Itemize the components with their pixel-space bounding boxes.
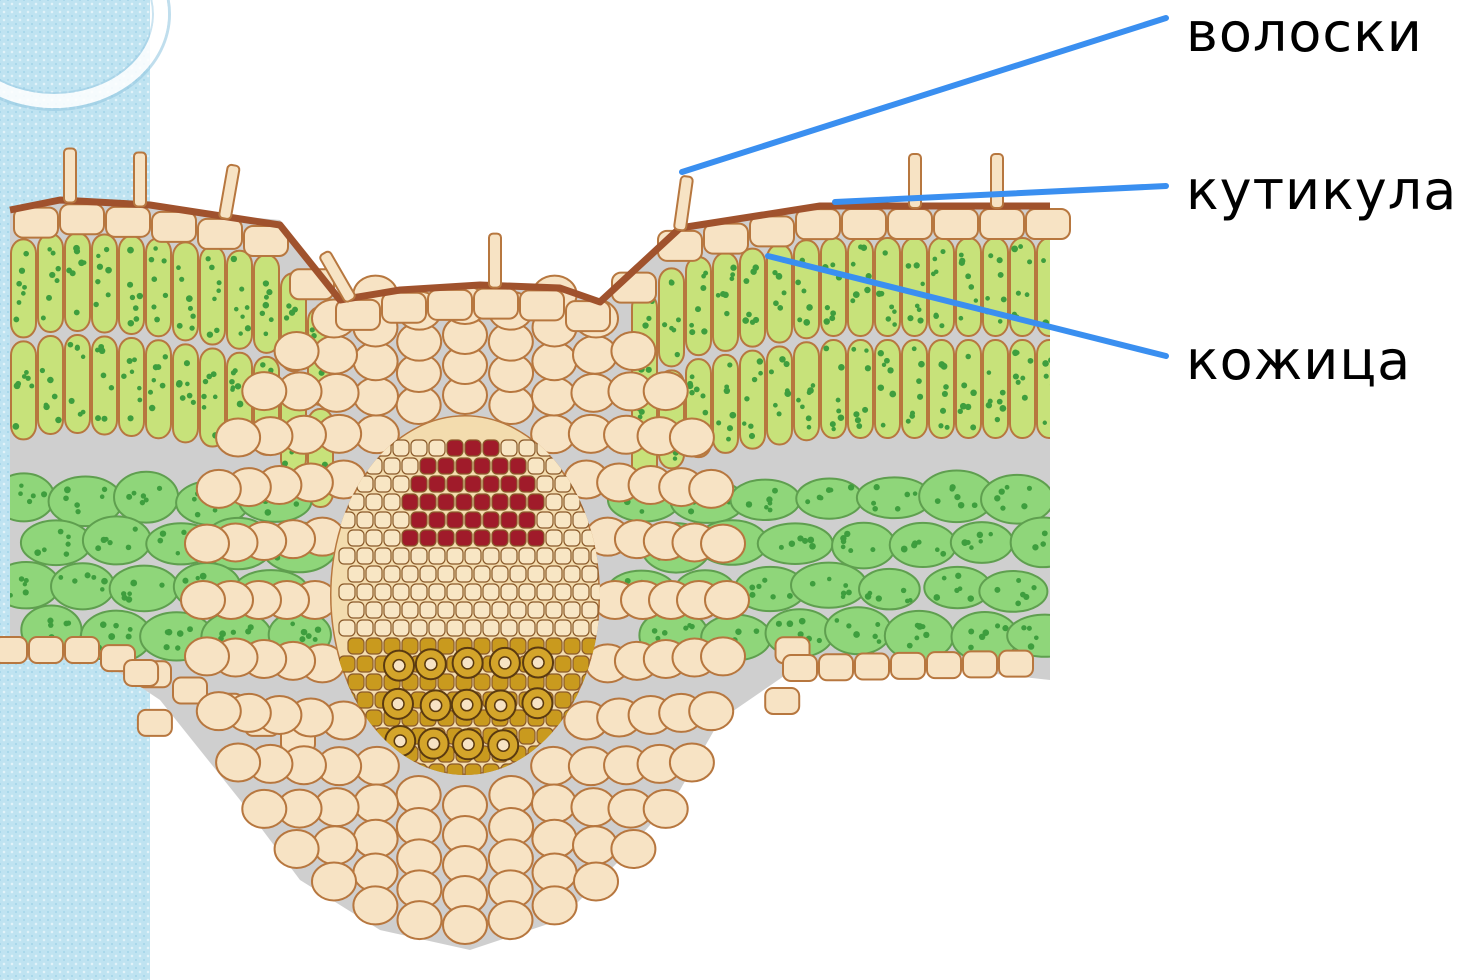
label-epidermis: кожица bbox=[1186, 334, 1411, 388]
label-cuticle: кутикула bbox=[1186, 164, 1457, 218]
leader-line-hairs bbox=[682, 18, 1166, 172]
label-hairs: волоски bbox=[1186, 6, 1423, 60]
